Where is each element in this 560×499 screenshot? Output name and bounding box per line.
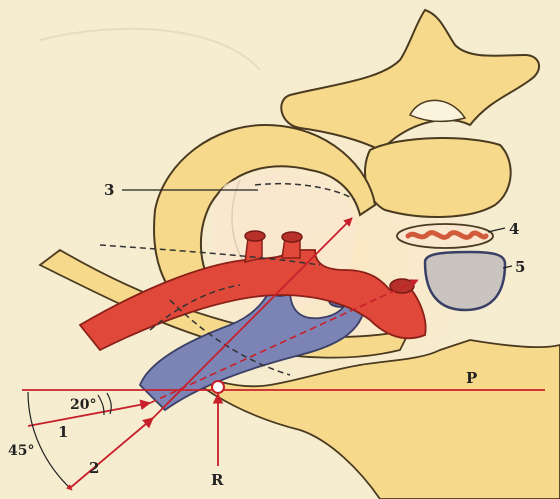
- label-R: R: [211, 471, 224, 489]
- structure-4: [397, 224, 493, 248]
- arc-45: [28, 392, 72, 490]
- label-4: 4: [509, 220, 519, 238]
- label-3: 3: [104, 181, 114, 199]
- reference-point: [212, 381, 224, 393]
- body-outline: [40, 29, 260, 70]
- ray-2: [70, 418, 153, 488]
- label-angle-45: 45°: [8, 443, 34, 459]
- structure-5: [425, 252, 505, 310]
- label-P: P: [466, 369, 477, 387]
- label-angle-20: 20°: [70, 397, 96, 413]
- label-5: 5: [515, 258, 525, 276]
- label-2: 2: [89, 459, 99, 477]
- label-1: 1: [58, 423, 68, 441]
